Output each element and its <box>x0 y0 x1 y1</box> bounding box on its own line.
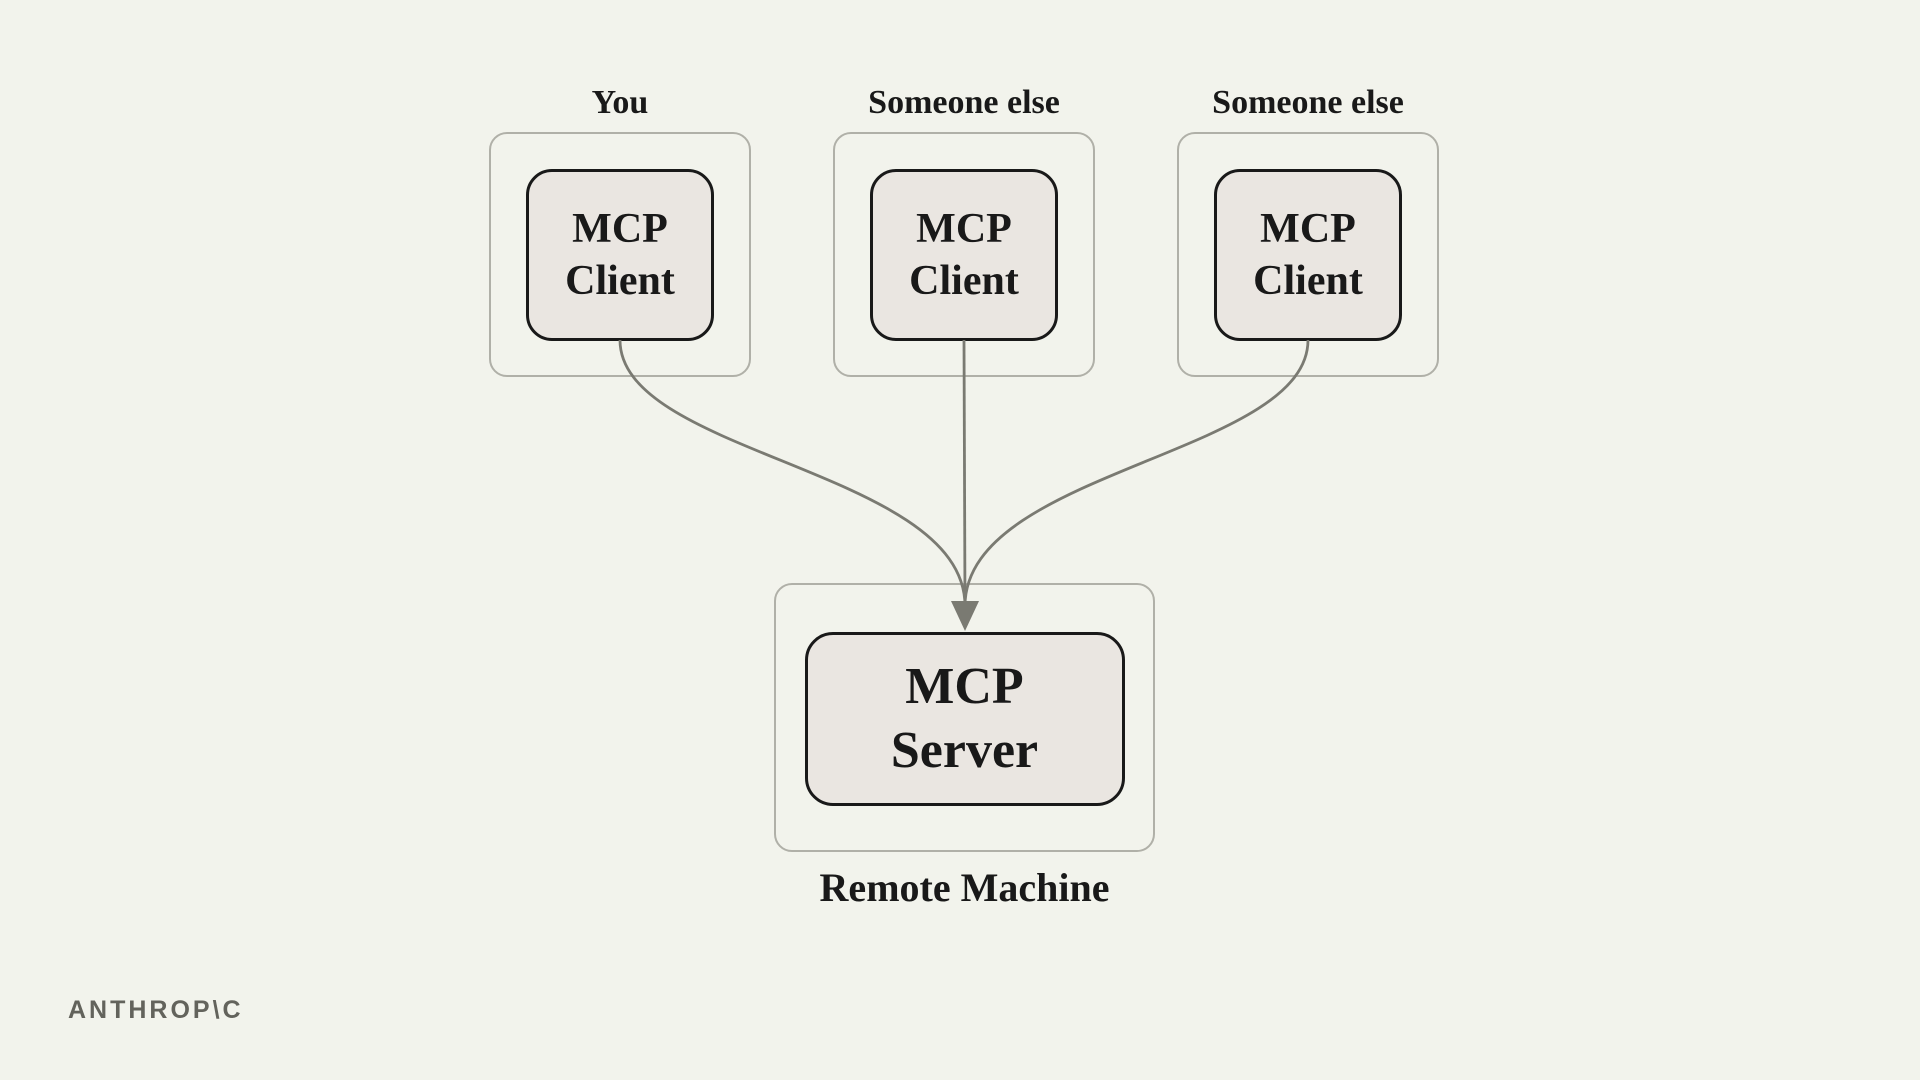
owner-label: Someone else <box>1212 84 1404 121</box>
client-group-you: You MCP Client <box>489 84 751 377</box>
arrow-left-client-to-server <box>618 339 967 607</box>
remote-machine-label: Remote Machine <box>819 865 1110 910</box>
arrow-middle-client-to-server <box>962 339 967 607</box>
owner-label: You <box>591 84 649 121</box>
client-group-someone-else-1: Someone else MCP Client <box>833 84 1095 377</box>
mcp-client-box: MCP Client <box>870 169 1058 341</box>
arrow-right-client-to-server <box>963 339 1310 607</box>
remote-machine-container: MCP Server Remote Machine <box>774 583 1155 910</box>
mcp-server-box: MCP Server <box>804 632 1125 806</box>
anthropic-logo: ANTHROP\C <box>68 996 244 1024</box>
mcp-client-box: MCP Client <box>526 169 714 341</box>
client-group-someone-else-2: Someone else MCP Client <box>1177 84 1439 377</box>
owner-label: Someone else <box>868 84 1060 121</box>
mcp-client-box: MCP Client <box>1214 169 1402 341</box>
